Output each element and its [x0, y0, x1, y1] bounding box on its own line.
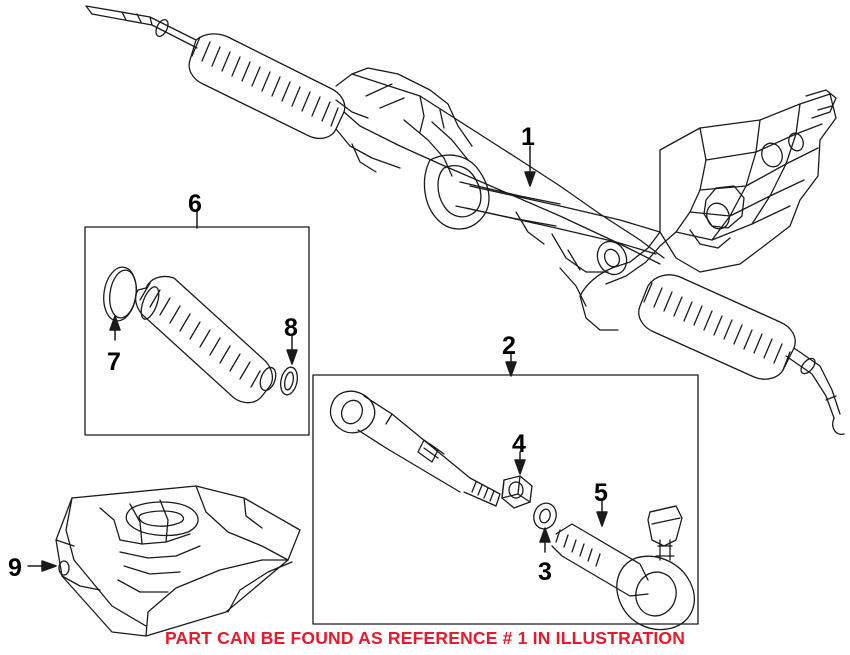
boot-kit-parts [103, 266, 298, 404]
callout-1: 1 [521, 123, 535, 151]
callout-9: 9 [8, 554, 22, 582]
tie-rod-assembly-box-outline [312, 374, 699, 625]
callout-6: 6 [188, 190, 202, 218]
leader-lines [27, 145, 608, 572]
callout-7: 7 [107, 348, 121, 376]
tie-rod-assembly-parts [329, 390, 695, 631]
steering-rack-assembly [85, 5, 845, 435]
callout-3: 3 [538, 558, 552, 586]
callout-8: 8 [284, 314, 298, 342]
callout-5: 5 [594, 479, 608, 507]
heat-shield [55, 485, 301, 637]
callout-4: 4 [512, 430, 526, 458]
boot-kit-box-outline [84, 226, 310, 436]
reference-note: PART CAN BE FOUND AS REFERENCE # 1 IN IL… [164, 628, 686, 648]
callout-2: 2 [502, 332, 516, 360]
